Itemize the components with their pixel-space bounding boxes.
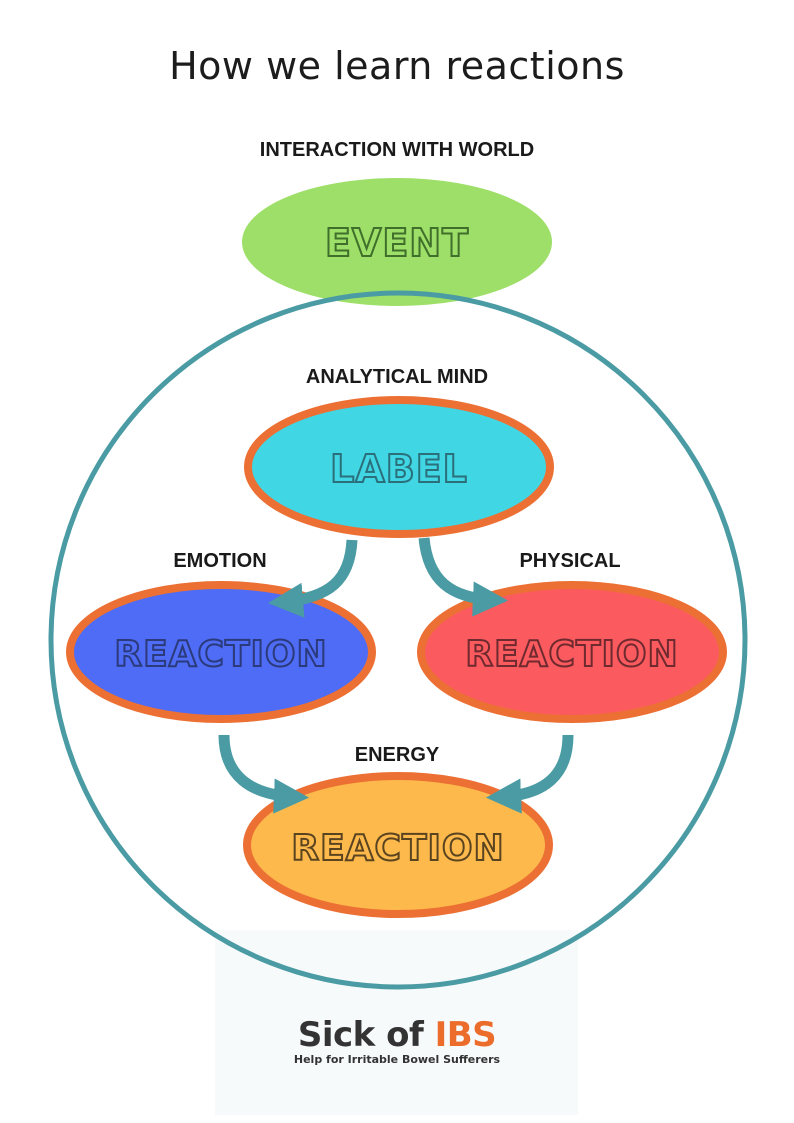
caption-emotion: EMOTION <box>173 550 267 572</box>
emotion-reaction-label: REACTION <box>114 634 327 675</box>
page-title: How we learn reactions <box>169 44 625 88</box>
event-node-label: EVENT <box>325 221 469 265</box>
logo-accent-text: IBS <box>434 1015 497 1055</box>
logo: Sick of IBS Help for Irritable Bowel Suf… <box>0 1015 794 1066</box>
logo-tagline: Help for Irritable Bowel Sufferers <box>293 1053 501 1066</box>
caption-analytical-mind: ANALYTICAL MIND <box>305 366 489 388</box>
emotion-reaction-node <box>66 581 376 723</box>
caption-energy: ENERGY <box>354 744 440 766</box>
physical-reaction-label: REACTION <box>465 634 678 675</box>
event-node <box>242 178 552 306</box>
arrow-emotion-to-energy <box>218 734 310 814</box>
arrow-label-to-emotion <box>267 539 358 618</box>
energy-reaction-node <box>243 772 553 918</box>
label-node <box>244 396 554 538</box>
arrow-physical-to-energy <box>485 734 574 814</box>
energy-reaction-label: REACTION <box>291 828 504 869</box>
analytical-mind-circle <box>48 290 748 990</box>
arrow-label-to-physical <box>418 537 509 617</box>
physical-reaction-node <box>417 581 727 723</box>
label-node-label: LABEL <box>330 447 468 491</box>
caption-physical: PHYSICAL <box>519 550 621 572</box>
caption-interaction-with-world: INTERACTION WITH WORLD <box>259 139 535 161</box>
logo-main-text: Sick of <box>297 1015 435 1055</box>
logo-wordmark: Sick of IBS <box>0 1015 794 1055</box>
logo-panel <box>215 930 578 1115</box>
